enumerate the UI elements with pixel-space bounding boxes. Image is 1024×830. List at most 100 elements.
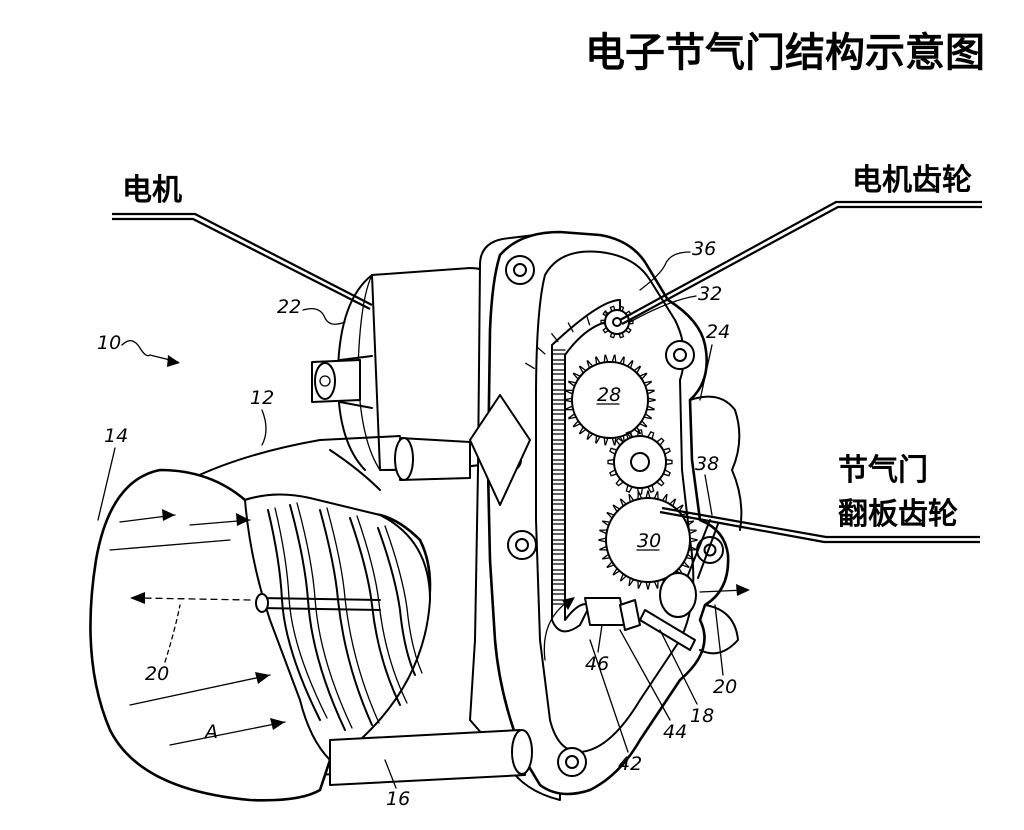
motor-shaft xyxy=(394,437,471,481)
ref-22: 22 xyxy=(277,296,301,318)
ref-20a: 20 xyxy=(145,663,169,685)
gear-tooth xyxy=(578,426,587,435)
ref-42: 42 xyxy=(618,753,642,775)
gear-tooth xyxy=(598,537,607,543)
gear-tooth xyxy=(619,573,627,582)
gear-tooth xyxy=(586,360,594,369)
sector-tooth xyxy=(551,569,566,575)
gear-tooth xyxy=(681,561,690,569)
gear-tooth xyxy=(662,469,671,477)
gear-tooth xyxy=(603,436,609,446)
gear-tooth xyxy=(603,354,609,364)
gear-tooth xyxy=(645,490,651,499)
gear-tooth xyxy=(611,354,617,364)
gear-tooth xyxy=(647,431,655,440)
diagram-title: 电子节气门结构示意图 xyxy=(585,30,985,76)
sector-tooth xyxy=(551,529,566,535)
pinion-tooth xyxy=(600,319,606,325)
gear-tooth xyxy=(669,498,677,507)
gear-tooth xyxy=(656,478,665,487)
ref-18: 18 xyxy=(690,705,714,727)
pinion-tooth xyxy=(609,332,616,339)
gear-tooth xyxy=(637,491,643,500)
gear-tooth xyxy=(653,491,659,500)
gear-28 xyxy=(564,354,673,495)
ref-12: 12 xyxy=(250,387,274,409)
sector-tooth xyxy=(551,539,566,545)
gear-tooth xyxy=(647,397,656,403)
sector-tooth xyxy=(551,449,566,455)
sector-tooth xyxy=(551,429,566,435)
gear-tooth xyxy=(625,431,633,440)
throttle-plate-rib xyxy=(377,527,416,676)
motor-housing xyxy=(311,267,506,471)
ref-20b: 20 xyxy=(713,676,737,698)
torn-edge xyxy=(689,395,743,655)
throttle-plate-rib xyxy=(267,509,321,721)
gear-tooth xyxy=(599,545,608,551)
sector-tooth xyxy=(551,499,566,505)
gear-tooth xyxy=(643,413,653,420)
gear-tooth xyxy=(689,537,698,543)
throttle-plate-rib xyxy=(356,515,408,704)
gear-tooth xyxy=(619,498,627,507)
sector-tooth xyxy=(551,419,566,425)
sector-tooth xyxy=(551,509,566,515)
sector-tooth xyxy=(551,579,566,585)
gear-tooth xyxy=(567,380,577,387)
gear-tooth xyxy=(643,380,653,387)
callout-throttle-gear-line2: 翻板齿轮 xyxy=(838,497,958,532)
gear-tooth xyxy=(601,553,611,560)
sector-tooth xyxy=(551,549,566,555)
gear-tooth xyxy=(639,372,648,380)
pinion-tooth xyxy=(618,332,625,339)
callout-motor: 电机 xyxy=(122,173,182,208)
sector-tooth xyxy=(551,369,566,375)
sector-tooth xyxy=(551,389,566,395)
gear-tooth xyxy=(572,420,581,428)
gear-tooth xyxy=(626,360,634,369)
gear-tooth xyxy=(633,365,642,374)
gear-tooth xyxy=(639,420,648,428)
gear-tooth xyxy=(637,580,643,589)
sector-tooth xyxy=(525,362,535,370)
ref-A: A xyxy=(203,721,218,743)
pinion-tooth xyxy=(624,326,632,334)
gear-tooth xyxy=(567,413,577,420)
sector-tooth xyxy=(567,322,574,333)
pinion-tooth xyxy=(609,305,616,312)
gear-tooth xyxy=(607,459,615,465)
gear-tooth xyxy=(606,511,615,519)
throttle-bore xyxy=(89,435,521,802)
ref-32: 32 xyxy=(698,283,722,305)
throttle-shaft-assembly xyxy=(584,519,719,651)
gear-tooth xyxy=(647,484,655,493)
gear-tooth xyxy=(578,365,587,374)
gear-tooth xyxy=(688,529,697,535)
gear-tooth xyxy=(595,434,601,444)
sector-tooth xyxy=(551,469,566,475)
sector-tooth xyxy=(551,589,566,595)
sector-tooth xyxy=(551,333,559,343)
ref-14: 14 xyxy=(104,425,128,447)
gear-tooth xyxy=(615,478,624,487)
ref-28: 28 xyxy=(597,384,621,406)
sector-tooth xyxy=(551,359,566,365)
pinion-tooth xyxy=(618,305,625,312)
callout-throttle-gear-line1: 节气门 xyxy=(838,453,928,488)
reference-numerals: 10 12 14 16 20 20 22 24 28 30 32 36 38 4… xyxy=(97,238,737,810)
ref-16: 16 xyxy=(386,788,410,810)
callout-leaders xyxy=(112,200,982,544)
gear-tooth xyxy=(662,447,671,455)
gear-tooth xyxy=(665,459,673,465)
throttle-plate-rib xyxy=(289,504,346,731)
sector-tooth xyxy=(585,314,591,326)
gear-tooth xyxy=(653,580,659,589)
sector-tooth xyxy=(551,439,566,445)
sector-tooth xyxy=(551,559,566,565)
gear-tooth xyxy=(646,405,655,411)
ref-44: 44 xyxy=(663,721,687,743)
ref-38: 38 xyxy=(695,453,719,475)
ref-36: 36 xyxy=(692,238,716,260)
